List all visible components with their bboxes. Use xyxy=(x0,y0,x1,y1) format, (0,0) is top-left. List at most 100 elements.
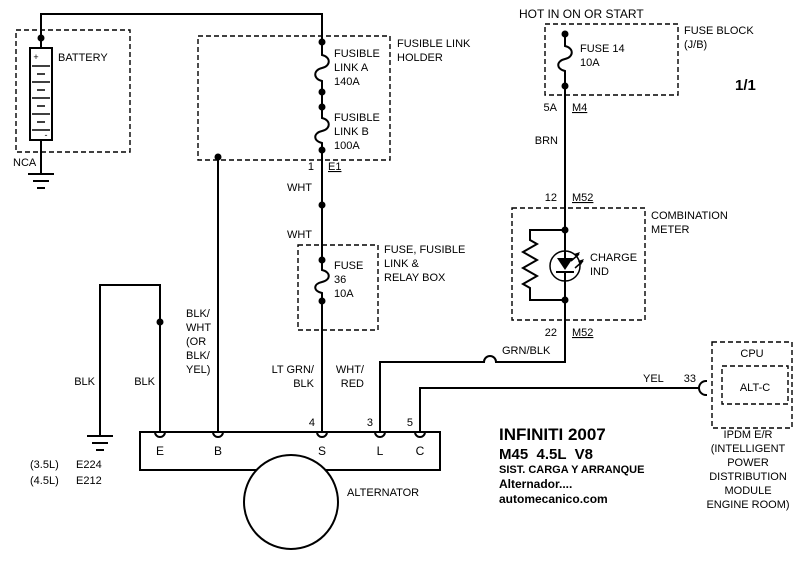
link-b-label-line: 100A xyxy=(334,140,360,152)
m52-in-connector-label: M52 xyxy=(572,192,593,204)
wire-e-terminal-ground xyxy=(99,284,161,437)
wire-label-blk: BLK xyxy=(134,376,155,388)
page-indicator: 1/1 xyxy=(735,77,756,94)
terminal-letter: S xyxy=(318,444,326,458)
fuse-14-label-line: FUSE 14 xyxy=(580,43,625,55)
led-arrowhead-1 xyxy=(574,252,580,258)
wire-label-blk-wht: WHT xyxy=(186,322,211,334)
fusible-link-a-symbol xyxy=(314,41,330,93)
pin-number-s: 4 xyxy=(309,417,315,429)
pin-number-c: 5 xyxy=(407,417,413,429)
battery-body xyxy=(29,47,53,141)
relay-box-label-line: RELAY BOX xyxy=(384,272,446,284)
link-a-label-line: LINK A xyxy=(334,62,369,74)
fuse-36-symbol xyxy=(314,259,330,302)
fuse-14-label-line: 10A xyxy=(580,57,600,69)
fuse-block-label-line: FUSE BLOCK xyxy=(684,25,754,37)
wire-label-yel: YEL xyxy=(643,373,664,385)
terminal-letter: B xyxy=(214,444,222,458)
junction-dots xyxy=(37,30,569,326)
resistor-branch xyxy=(520,229,566,301)
ipdm-label-line: ENGINE ROOM) xyxy=(706,499,789,511)
combination-meter-outline xyxy=(511,207,646,321)
led-arrowhead-2 xyxy=(578,259,584,265)
charge-lamp-circle xyxy=(549,250,581,282)
wire-label-wht: WHT xyxy=(287,182,312,194)
battery-symbol xyxy=(29,47,53,141)
fuse-36-label-line: 10A xyxy=(334,288,354,300)
wiring-paths xyxy=(40,13,708,437)
diode-triangle xyxy=(557,258,573,270)
title-system: SIST. CARGA Y ARRANQUE xyxy=(499,464,644,476)
link-b-label-line: LINK B xyxy=(334,126,369,138)
title-vehicle: INFINITI 2007 xyxy=(499,425,606,444)
component-boxes xyxy=(15,23,793,429)
wire-label-blk-wht: (OR xyxy=(186,336,206,348)
ground-engine-label: (3.5L) xyxy=(30,459,59,471)
alt-c-label: ALT-C xyxy=(740,382,770,394)
wire-battery-feed xyxy=(40,13,323,49)
ipdm-label-line: MODULE xyxy=(724,485,771,497)
wire-label-blk-wht: BLK/ xyxy=(186,350,211,362)
title-model: M45 4.5L V8 xyxy=(499,446,593,463)
wire-label-blk-wht: BLK/ xyxy=(186,308,211,320)
m4-connector-label: M4 xyxy=(572,102,587,114)
ipdm-label-line: DISTRIBUTION xyxy=(709,471,787,483)
title-website: automecanico.com xyxy=(499,492,608,506)
fuse-block-label-line: (J/B) xyxy=(684,39,707,51)
wire-label-grn-blk: GRN/BLK xyxy=(502,345,551,357)
terminal-connector-arcs xyxy=(153,430,427,438)
holder-label-line: FUSIBLE LINK xyxy=(397,38,471,50)
ground-code-label: E212 xyxy=(76,475,102,487)
m52-out-pin-number: 22 xyxy=(545,327,557,339)
charge-ind-label-line: CHARGE xyxy=(590,252,637,264)
alt-c-inner-outline xyxy=(721,365,789,405)
battery-plates xyxy=(32,65,50,131)
link-b-label-line: FUSIBLE xyxy=(334,112,380,124)
nca-label: NCA xyxy=(13,157,37,169)
wire-label-brn: BRN xyxy=(535,135,558,147)
charge-ind-label-line: IND xyxy=(590,266,609,278)
relay-box-label-line: LINK & xyxy=(384,258,420,270)
fusible-link-holder-box xyxy=(197,35,391,161)
terminal-letter: E xyxy=(156,444,164,458)
wire-label-wht: WHT xyxy=(287,229,312,241)
battery-label: BATTERY xyxy=(58,52,108,64)
ipdm-label-line: POWER xyxy=(727,457,769,469)
hot-banner: HOT IN ON OR START xyxy=(519,7,644,21)
e1-pin-number: 1 xyxy=(308,161,314,173)
cpu-outline xyxy=(711,341,793,429)
ground-symbol-alternator xyxy=(87,435,113,451)
connector-arc-l xyxy=(482,355,498,364)
ground-code-label: E224 xyxy=(76,459,102,471)
meter-label-line: METER xyxy=(651,224,690,236)
e1-connector-label: E1 xyxy=(328,161,341,173)
fuse-36-label-line: 36 xyxy=(334,274,346,286)
m52-out-connector-label: M52 xyxy=(572,327,593,339)
wire-label-ltgrn-blk: LT GRN/ xyxy=(272,364,315,376)
alternator-pulley xyxy=(243,454,339,550)
terminal-letter: L xyxy=(377,444,384,458)
fuse-symbols xyxy=(314,33,573,302)
wire-l-terminal xyxy=(379,361,485,433)
fuse-block-outline xyxy=(544,23,679,96)
charge-indicator-symbol xyxy=(549,250,584,282)
fuse-14-symbol xyxy=(557,33,573,87)
holder-label-line: HOLDER xyxy=(397,52,443,64)
wire-label-wht-red: WHT/ xyxy=(336,364,365,376)
wire-label-wht-red: RED xyxy=(341,378,364,390)
link-a-label-line: FUSIBLE xyxy=(334,48,380,60)
ground-engine-label: (4.5L) xyxy=(30,475,59,487)
link-a-label-line: 140A xyxy=(334,76,360,88)
battery-plus-sign: + xyxy=(33,52,38,62)
ground-symbol-battery xyxy=(28,173,54,189)
cpu-label: CPU xyxy=(740,348,763,360)
battery-minus-sign: - xyxy=(45,130,48,140)
wire-label-blk: BLK xyxy=(74,376,95,388)
cpu-pin-number: 33 xyxy=(684,373,696,385)
wire-label-blk-wht: YEL) xyxy=(186,364,210,376)
m4-pin-number: 5A xyxy=(544,102,558,114)
ipdm-label-line: IPDM E/R xyxy=(724,429,773,441)
